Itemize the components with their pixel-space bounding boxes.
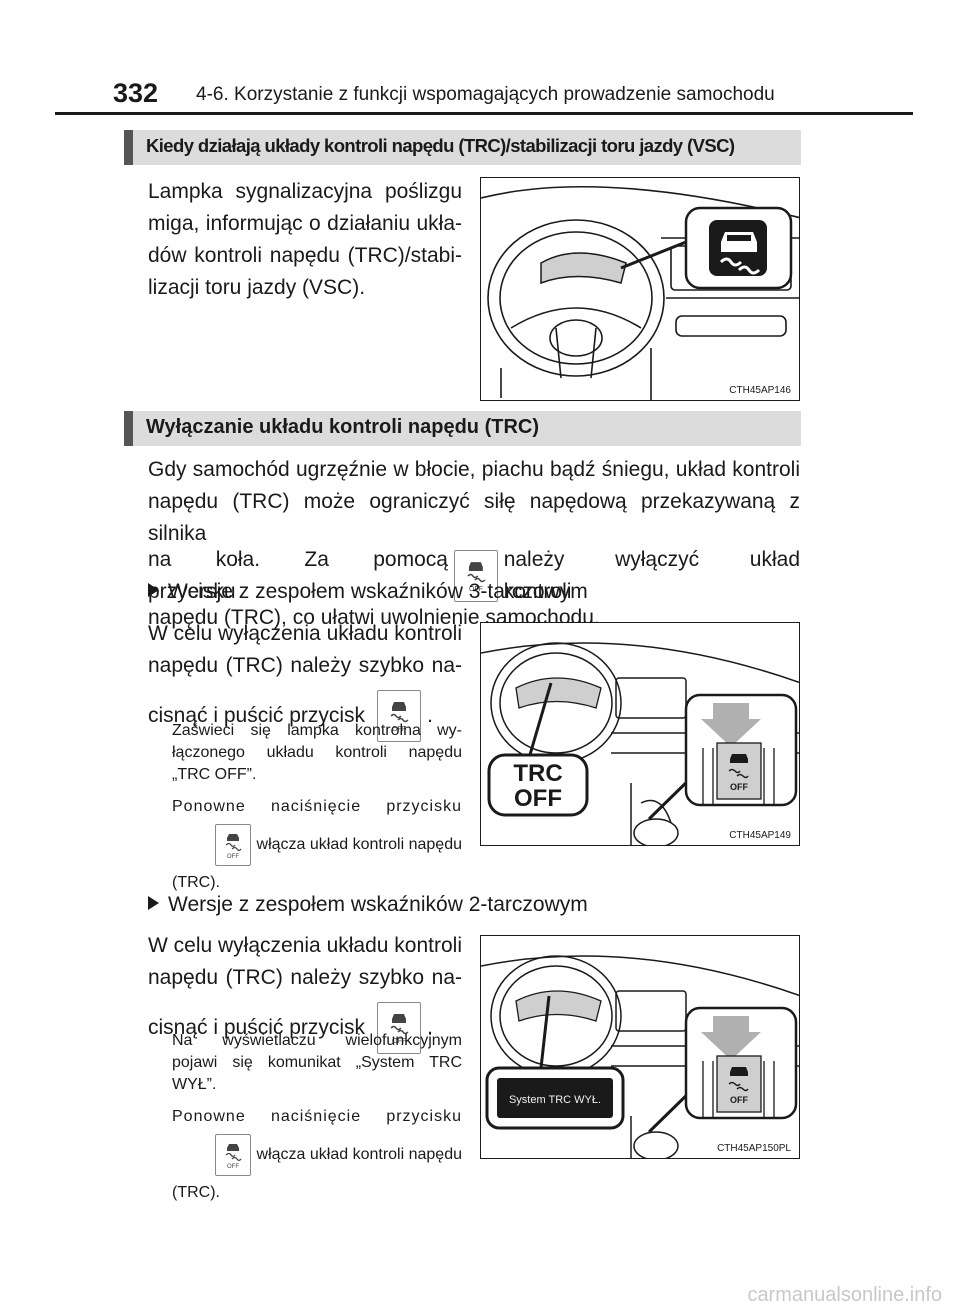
section-heading-trc-off: Wyłączanie układu kontroli napędu (TRC) — [124, 411, 801, 446]
note-text: włącza układ kontroli napędu — [256, 1146, 462, 1163]
button-off-label: OFF — [227, 1164, 239, 1170]
intro-text: należy wyłączyć układ kontroli — [503, 548, 800, 603]
paragraph-line: Lampka sygnalizacyjna poślizgu — [148, 180, 462, 203]
variant2-paragraph: W celu wyłączenia układu kontroli napędu… — [148, 930, 462, 1054]
trc-label-line2: OFF — [514, 785, 562, 812]
paragraph-line: napędu (TRC) należy szybko na- — [148, 966, 462, 989]
paragraph-line: napędu (TRC) należy szybko na- — [148, 654, 462, 677]
note-line-with-icon: OFF włącza układ kontroli napędu — [172, 824, 462, 866]
figure-caption: CTH45AP146 — [729, 385, 791, 396]
section1-paragraph: Lampka sygnalizacyjna poślizgu miga, inf… — [148, 176, 462, 304]
trc-off-symbol: OFF — [390, 702, 409, 733]
figure-slip-indicator: CTH45AP146 — [480, 177, 800, 401]
trc-off-button-icon: OFF — [214, 1134, 251, 1176]
page-header: 332 4-6. Korzystanie z funkcji wspomagaj… — [113, 78, 913, 118]
section-heading-trc-vsc: Kiedy działają układy kontroli napędu (T… — [124, 130, 801, 165]
note-line: „TRC OFF”. — [172, 766, 257, 783]
note-line: (TRC). — [172, 874, 220, 891]
chapter-title: 4-6. Korzystanie z funkcji wspomagającyc… — [196, 84, 775, 105]
bullet-text: Wersje z zespołem wskaźników 2-tarczowym — [168, 893, 588, 916]
note-line: Na wyświetlaczu wielofunkcyjnym — [172, 1032, 462, 1049]
section-heading-text: Kiedy działają układy kontroli napędu (T… — [146, 135, 735, 156]
button-off-label: OFF — [730, 782, 748, 792]
figure-caption: CTH45AP150PL — [717, 1143, 791, 1154]
page-number: 332 — [113, 78, 159, 108]
paragraph-text: . — [427, 704, 433, 727]
dashboard-illustration — [481, 185, 799, 400]
note-line: (TRC). — [172, 1184, 220, 1201]
variant3-note: Zaświeci się lampka kontrolna wy- łączon… — [172, 720, 462, 894]
intro-line: Gdy samochód ugrzęźnie w błocie, piachu … — [148, 458, 800, 481]
triangle-bullet-icon — [148, 896, 159, 910]
paragraph-line-with-icon: cisnąć i puścić przycisk OFF . — [148, 1002, 462, 1054]
paragraph-text: cisnąć i puścić przycisk — [148, 1016, 366, 1039]
section2-intro: Gdy samochód ugrzęźnie w błocie, piachu … — [148, 454, 800, 634]
paragraph-line: miga, informując o działaniu ukła- — [148, 212, 462, 235]
variant3-paragraph: W celu wyłączenia układu kontroli napędu… — [148, 618, 462, 742]
figure-2-dial: System TRC WYŁ. OFF CTH45AP150PL — [480, 935, 800, 1159]
note-line: Zaświeci się lampka kontrolna wy- — [172, 722, 462, 739]
paragraph-line-with-icon: cisnąć i puścić przycisk OFF . — [148, 690, 462, 742]
button-off-label: OFF — [227, 854, 239, 860]
button-off-label: OFF — [392, 726, 406, 733]
note-line-with-icon: OFF włącza układ kontroli napędu — [172, 1134, 462, 1176]
section-heading-text: Wyłączanie układu kontroli napędu (TRC) — [146, 416, 540, 438]
note-line: łączonego układu kontroli napędu — [172, 744, 462, 761]
figure-caption: CTH45AP149 — [729, 830, 791, 841]
note-line: Ponowne naciśnięcie przycisku — [172, 798, 462, 815]
trc-label-line1: TRC — [513, 760, 562, 787]
trc-off-button-icon: OFF — [377, 1002, 422, 1054]
intro-text: na koła. Za pomocą przycisku — [148, 548, 448, 603]
paragraph-text: . — [427, 1016, 433, 1039]
display-message-text: System TRC WYŁ. — [509, 1094, 601, 1106]
bullet-variant-3-dial: Wersje z zespołem wskaźników 3-tarczowym — [148, 580, 588, 604]
variant2-note: Na wyświetlaczu wielofunkcyjnym pojawi s… — [172, 1030, 462, 1204]
paragraph-line: W celu wyłączenia układu kontroli — [148, 622, 462, 645]
header-rule — [55, 112, 913, 115]
trc-off-symbol: OFF — [390, 1014, 409, 1045]
intro-line: napędu (TRC) może ograniczyć siłę napędo… — [148, 490, 800, 545]
note-line: WYŁ”. — [172, 1076, 217, 1093]
button-off-label: OFF — [730, 1095, 748, 1105]
trc-off-button-icon: OFF — [377, 690, 422, 742]
note-text: włącza układ kontroli napędu — [256, 836, 462, 853]
note-line: pojawi się komunikat „System TRC — [172, 1054, 462, 1071]
intro-line-with-icon: na koła. Za pomocą przycisku OFF należy … — [148, 548, 800, 603]
paragraph-line: dów kontroli napędu (TRC)/stabi- — [148, 244, 462, 267]
note-line: Ponowne naciśnięcie przycisku — [172, 1108, 462, 1125]
trc-off-symbol: OFF — [225, 834, 242, 860]
button-off-label: OFF — [392, 1038, 406, 1045]
trc-off-button-icon: OFF — [453, 550, 498, 602]
triangle-bullet-icon — [148, 583, 159, 597]
dashboard-illustration: TRC OFF OFF — [481, 642, 799, 845]
trc-off-symbol: OFF — [467, 562, 486, 593]
bullet-variant-2-dial: Wersje z zespołem wskaźników 2-tarczowym — [148, 893, 588, 917]
paragraph-line: W celu wyłączenia układu kontroli — [148, 934, 462, 957]
trc-off-button-icon: OFF — [214, 824, 251, 866]
bullet-text: Wersje z zespołem wskaźników 3-tarczowym — [168, 580, 588, 603]
dashboard-illustration: System TRC WYŁ. OFF — [481, 955, 799, 1158]
trc-off-symbol: OFF — [225, 1144, 242, 1170]
paragraph-line: lizacji toru jazdy (VSC). — [148, 276, 366, 299]
watermark: carmanualsonline.info — [747, 1284, 942, 1306]
paragraph-text: cisnąć i puścić przycisk — [148, 704, 366, 727]
figure-3-dial: TRC OFF OFF CTH45AP149 — [480, 622, 800, 846]
button-off-label: OFF — [469, 586, 483, 593]
